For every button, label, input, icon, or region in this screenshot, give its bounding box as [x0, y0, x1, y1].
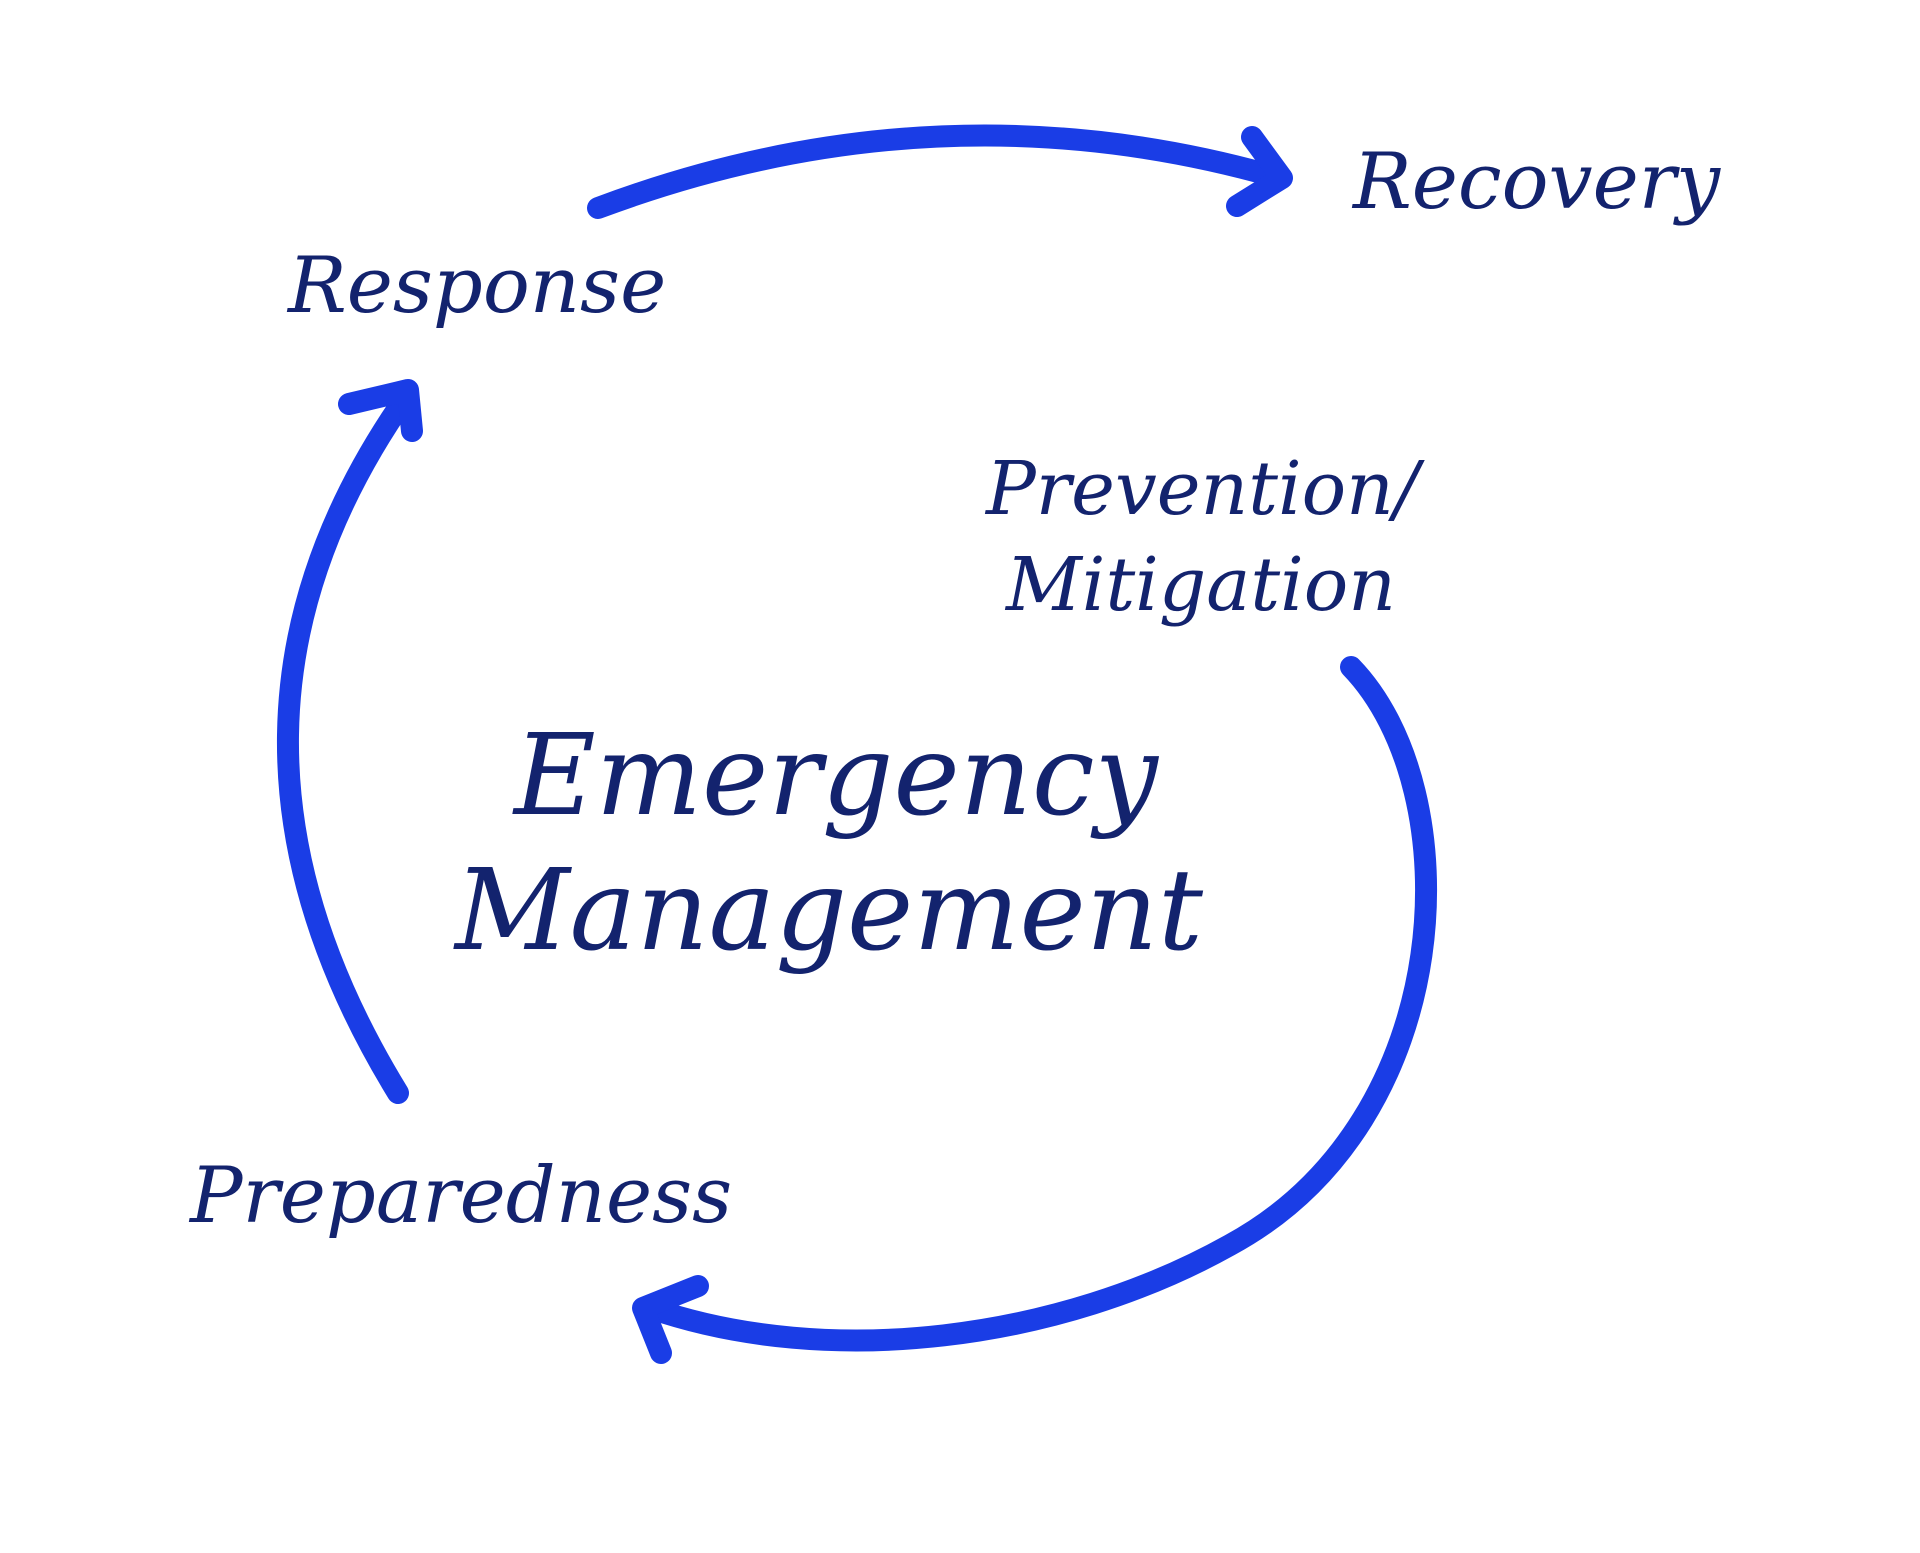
label-prevention: Prevention/	[984, 446, 1425, 532]
label-mitigation: Mitigation	[1004, 542, 1396, 628]
title-management: Management	[453, 846, 1204, 976]
label-response: Response	[286, 241, 666, 331]
title-emergency: Emergency	[512, 711, 1160, 841]
arrow-preparedness-to-response	[276, 379, 423, 1104]
label-preparedness: Preparedness	[188, 1151, 732, 1241]
arrow-response-to-recovery	[587, 124, 1293, 219]
label-recovery: Recovery	[1351, 137, 1721, 227]
arrow-mitigation-to-preparedness	[632, 656, 1438, 1364]
